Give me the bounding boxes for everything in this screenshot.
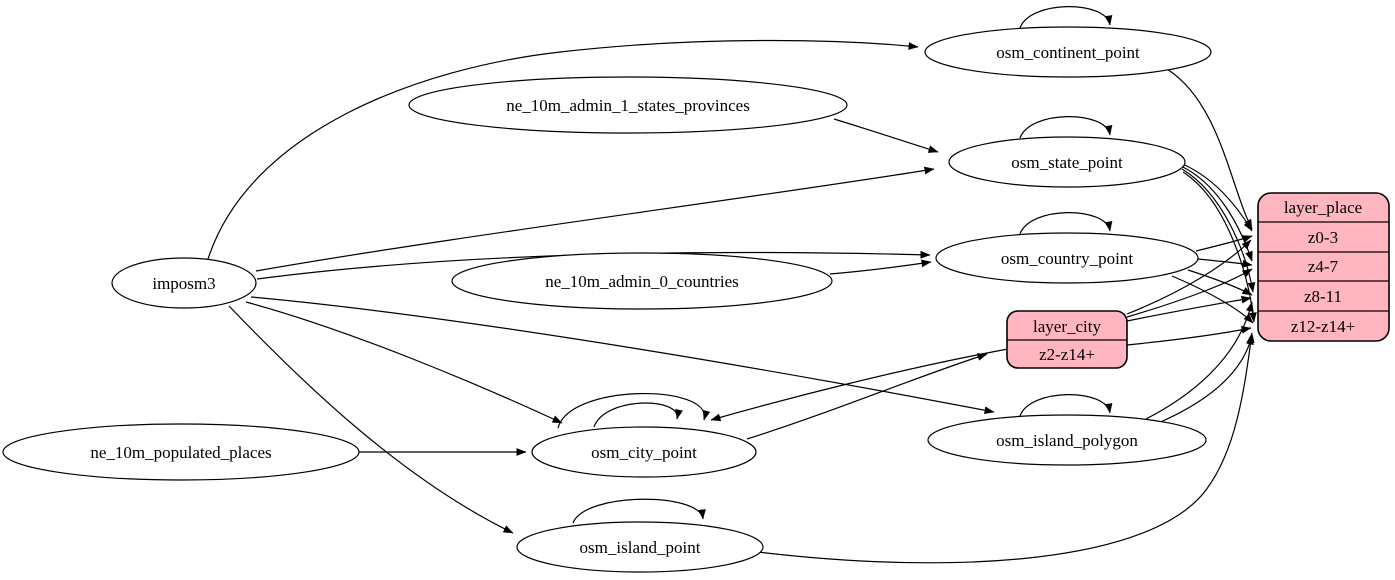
edge-osm_country_point-z12-z14: [1171, 275, 1254, 324]
edge-imposm3-osm_island_polygon: [250, 296, 995, 415]
osm_island_point-label: osm_island_point: [580, 538, 701, 557]
edge-osm_country_point-z8-11: [1187, 269, 1253, 296]
layer_city-title: layer_city: [1033, 317, 1101, 336]
self-loop-osm_country_point: [1019, 212, 1113, 235]
imposm3-label: imposm3: [152, 274, 215, 293]
osm_continent_point-ellipse: [924, 26, 1212, 78]
layer_place-row-z4-7: z4-7: [1308, 257, 1339, 276]
osm_city_point-label: osm_city_point: [591, 443, 697, 462]
edge-osm_state_point-z4-7: [1180, 165, 1253, 262]
layer_place-row-z12-z14: z12-z14+: [1291, 317, 1355, 336]
self-loop-osm_continent_point: [1019, 6, 1113, 29]
ne_10m_admin_1_states_provinces-label: ne_10m_admin_1_states_provinces: [506, 96, 750, 115]
osm_country_point-ellipse: [935, 232, 1199, 284]
nodes: imposm3 ne_10m_admin_1_states_provinces …: [2, 26, 1390, 573]
layer_place-row-z0-3: z0-3: [1308, 228, 1338, 247]
osm_island_polygon-ellipse: [927, 414, 1207, 466]
edge-osm_island_point-z12-z14: [757, 332, 1255, 564]
node-ne_10m_admin_1_states_provinces: ne_10m_admin_1_states_provinces: [408, 76, 848, 134]
node-osm_island_polygon: osm_island_polygon: [927, 414, 1207, 466]
self-loop-inner-osm_city_point: [593, 402, 683, 428]
node-ne_10m_populated_places: ne_10m_populated_places: [2, 423, 360, 481]
edge-imposm3-osm_island_point: [228, 305, 514, 534]
layer_place-box: [1257, 192, 1390, 342]
osm_country_point-label: osm_country_point: [1001, 249, 1133, 268]
ne_10m_admin_1_states_provinces-ellipse: [408, 76, 848, 134]
edge-layer_city-z12-z14: [1126, 326, 1252, 346]
node-osm_state_point: osm_state_point: [948, 136, 1186, 188]
edge-imposm3-osm_city_point: [245, 301, 563, 424]
edge-layer_city-z8-11: [1126, 295, 1252, 322]
edges: [207, 6, 1257, 564]
edge-layer_city-z4-7: [1126, 268, 1253, 318]
layer_city-row-z2-z14: z2-z14+: [1039, 345, 1095, 364]
osm_city_point-ellipse: [531, 426, 757, 478]
ne_10m_admin_0_countries-label: ne_10m_admin_0_countries: [545, 272, 739, 291]
osm_state_point-label: osm_state_point: [1011, 153, 1123, 172]
node-ne_10m_admin_0_countries: ne_10m_admin_0_countries: [451, 252, 833, 310]
osm_continent_point-label: osm_continent_point: [996, 43, 1140, 62]
edge-layer_city-z0-3: [1126, 239, 1252, 315]
ne_10m_populated_places-label: ne_10m_populated_places: [90, 443, 271, 462]
osm_island_polygon-label: osm_island_polygon: [996, 431, 1138, 450]
osm_state_point-ellipse: [948, 136, 1186, 188]
node-osm_continent_point: osm_continent_point: [924, 26, 1212, 78]
node-layer_city: layer_city z2-z14+: [1006, 310, 1128, 369]
self-loop-osm_island_polygon: [1019, 394, 1113, 417]
osm_island_point-ellipse: [516, 521, 764, 573]
self-loop-outer-osm_city_point: [557, 393, 711, 429]
layer_place-title: layer_place: [1284, 198, 1362, 217]
edge-imposm3-osm_continent_point: [207, 39, 919, 260]
node-osm_island_point: osm_island_point: [516, 521, 764, 573]
edge-osm_island_polygon-z8-11: [1145, 301, 1254, 420]
edge-osm_country_point-z4-7: [1197, 258, 1253, 268]
node-osm_city_point: osm_city_point: [531, 426, 757, 478]
self-loop-osm_state_point: [1019, 116, 1113, 139]
edge-layer_city-osm_city_point: [710, 348, 1009, 422]
edge-osm_state_point-z0-3: [1179, 162, 1253, 232]
imposm3-ellipse: [111, 257, 257, 309]
ne_10m_admin_0_countries-ellipse: [451, 252, 833, 310]
ne_10m_populated_places-ellipse: [2, 423, 360, 481]
edge-osm_city_point-layer_city: [746, 353, 988, 440]
node-layer_place: layer_place z0-3 z4-7 z8-11 z12-z14+: [1257, 192, 1390, 342]
self-loop-osm_island_point: [572, 498, 706, 524]
edge-ne1-osm_state_point: [833, 118, 939, 153]
edge-ne0-osm_country_point: [829, 259, 932, 275]
edge-imposm3-osm_state_point: [255, 166, 935, 272]
edge-osm_island_polygon-z12-z14: [1155, 334, 1254, 425]
node-osm_country_point: osm_country_point: [935, 232, 1199, 284]
layer_place-row-z8-11: z8-11: [1304, 287, 1342, 306]
edge-osm_country_point-z0-3: [1195, 235, 1253, 252]
node-imposm3: imposm3: [111, 257, 257, 309]
edge-osm_continent_point-z0-3: [1166, 68, 1253, 230]
